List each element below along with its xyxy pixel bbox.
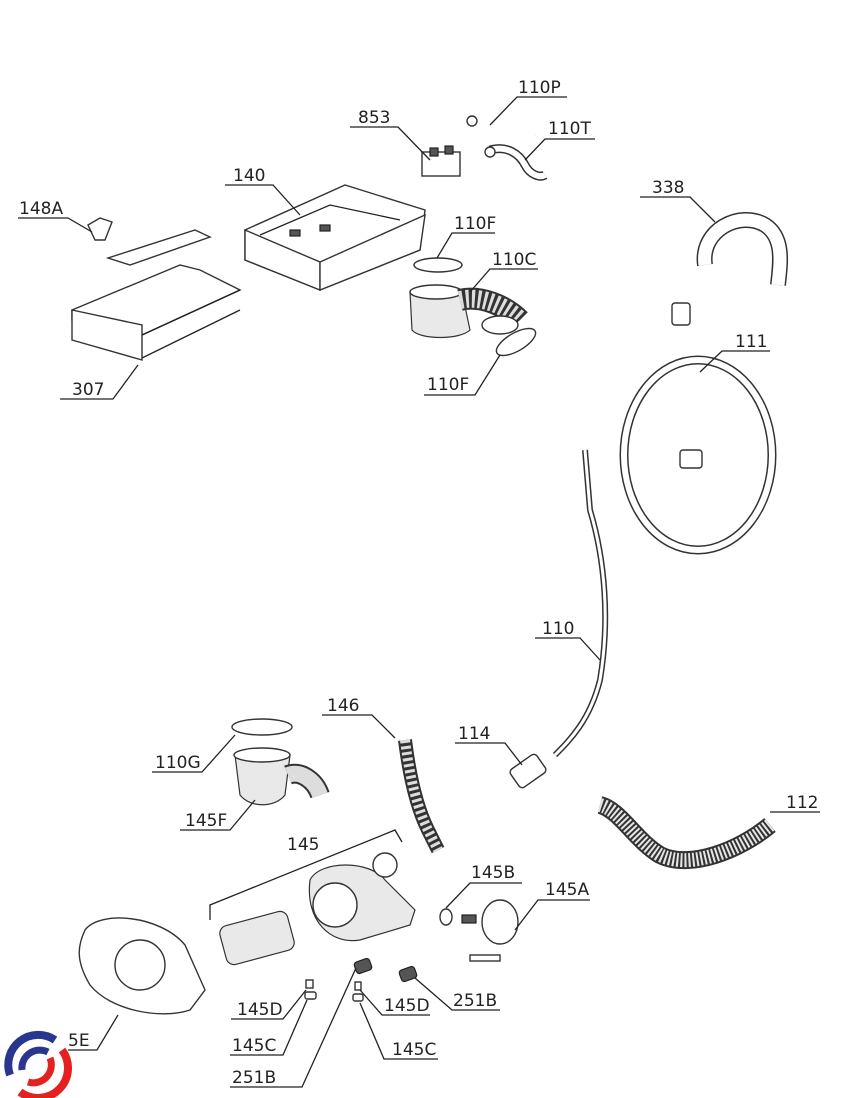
label-251B-left: 251B xyxy=(232,1068,276,1088)
part-110 xyxy=(552,449,609,758)
label-111: 111 xyxy=(735,332,767,352)
callout-110: 110 xyxy=(535,619,601,661)
callout-110P: 110P xyxy=(489,78,567,126)
part-145F xyxy=(233,747,330,806)
label-110F-top: 110F xyxy=(454,214,496,234)
label-110F-bottom: 110F xyxy=(427,375,469,395)
label-145D-right: 145D xyxy=(384,996,430,1016)
label-145B: 145B xyxy=(471,863,515,883)
part-140 xyxy=(244,184,426,292)
label-145C-left: 145C xyxy=(232,1036,276,1056)
callout-145D-left: 145D xyxy=(231,989,307,1020)
part-110P xyxy=(466,112,537,140)
label-251B-right: 251B xyxy=(453,991,497,1011)
callout-145F: 145F xyxy=(180,799,256,831)
label-110P: 110P xyxy=(518,78,561,98)
callout-251B-right: 251B xyxy=(414,977,500,1011)
part-110F-bottom xyxy=(495,327,537,357)
label-112: 112 xyxy=(786,793,818,813)
part-148A xyxy=(87,217,113,241)
callout-338: 338 xyxy=(640,178,716,223)
part-146 xyxy=(398,739,445,854)
label-145D-left: 145D xyxy=(237,1000,283,1020)
callout-110F-top: 110F xyxy=(436,214,496,259)
callout-110T: 110T xyxy=(524,119,595,161)
part-110G xyxy=(231,718,293,736)
part-110T xyxy=(484,144,548,181)
part-145B xyxy=(439,908,453,926)
callout-114: 114 xyxy=(455,724,523,766)
callout-146: 146 xyxy=(322,696,396,739)
part-145A xyxy=(461,899,519,962)
part-114 xyxy=(509,753,547,789)
callout-145C-left: 145C xyxy=(230,999,308,1056)
part-145C-left xyxy=(304,991,317,1000)
part-251B-right xyxy=(398,965,418,983)
part-112 xyxy=(596,796,776,870)
label-110G: 110G xyxy=(155,753,201,773)
callout-145A: 145A xyxy=(514,880,590,931)
label-146: 146 xyxy=(327,696,359,716)
part-5E xyxy=(78,917,206,1015)
label-140: 140 xyxy=(233,166,265,186)
part-dispenser-lid xyxy=(105,229,212,266)
label-110C: 110C xyxy=(492,250,536,270)
label-145C-right: 145C xyxy=(392,1040,436,1060)
label-145: 145 xyxy=(287,835,319,855)
label-307: 307 xyxy=(72,380,104,400)
part-251B-left xyxy=(353,957,373,975)
label-114: 114 xyxy=(458,724,490,744)
part-110F-top xyxy=(413,257,463,273)
brand-logo xyxy=(4,1030,72,1098)
callout-307: 307 xyxy=(60,364,139,400)
callout-5E: 5E xyxy=(68,1014,119,1051)
part-145 xyxy=(219,852,416,966)
label-110: 110 xyxy=(542,619,574,639)
part-338 xyxy=(696,212,788,286)
part-111 xyxy=(619,302,777,555)
part-145D-right xyxy=(354,981,362,991)
callout-853: 853 xyxy=(350,108,431,161)
label-145A: 145A xyxy=(545,880,589,900)
callout-145B: 145B xyxy=(445,863,522,909)
label-5E: 5E xyxy=(68,1031,90,1051)
callout-148A: 148A xyxy=(18,199,93,233)
callout-140: 140 xyxy=(225,166,301,216)
callout-145C-right: 145C xyxy=(359,1002,438,1060)
callout-110G: 110G xyxy=(152,734,236,773)
callout-145D-right: 145D xyxy=(359,989,430,1016)
callout-110F-bottom: 110F xyxy=(424,354,501,396)
callout-112: 112 xyxy=(770,793,820,813)
label-110T: 110T xyxy=(548,119,591,139)
label-148A: 148A xyxy=(19,199,63,219)
callout-145: 145 xyxy=(209,829,403,920)
callout-251B-left: 251B xyxy=(230,967,357,1088)
label-853: 853 xyxy=(358,108,390,128)
callout-110C: 110C xyxy=(469,250,538,293)
part-307 xyxy=(71,264,242,361)
callout-111: 111 xyxy=(699,332,770,373)
part-110C xyxy=(409,284,528,339)
label-145F: 145F xyxy=(185,811,227,831)
part-853 xyxy=(421,145,461,177)
part-145C-right xyxy=(352,993,364,1002)
part-145D-left xyxy=(305,979,314,989)
label-338: 338 xyxy=(652,178,684,198)
